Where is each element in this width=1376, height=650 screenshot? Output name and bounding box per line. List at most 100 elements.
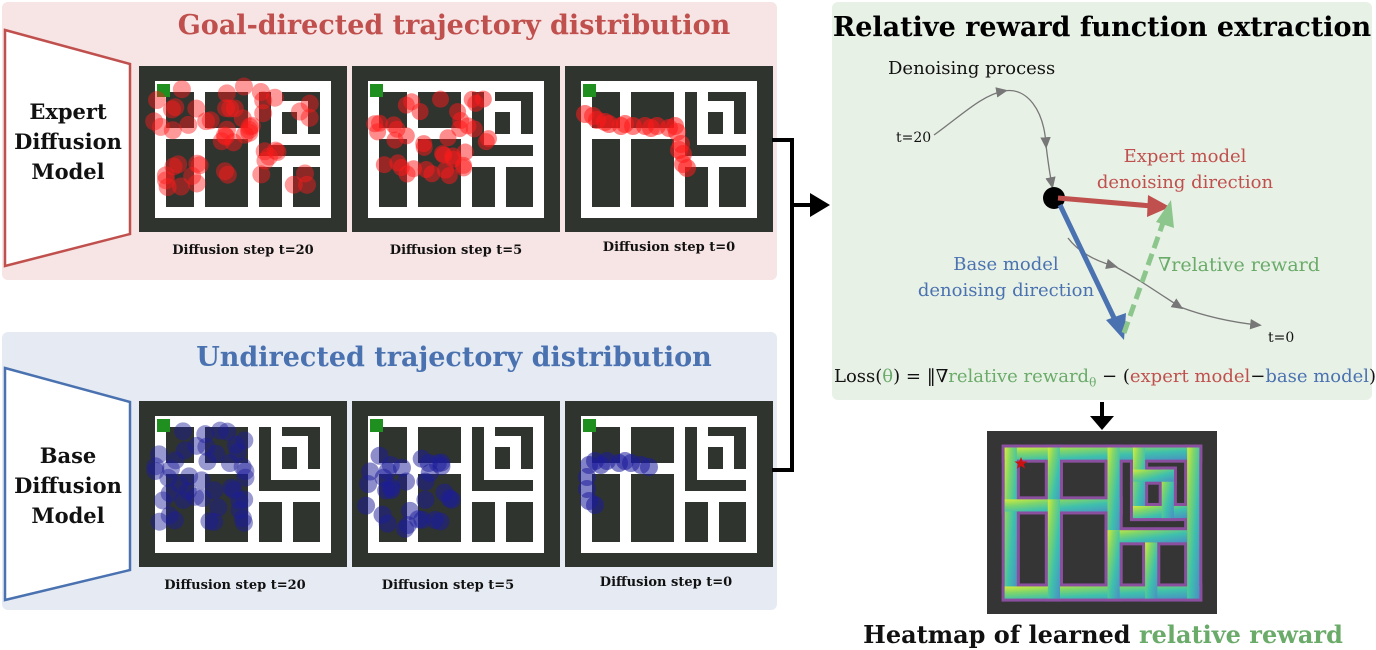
trajectory-sample	[432, 90, 450, 108]
trajectory-sample	[196, 425, 215, 444]
extraction-panel-title: Relative reward function extraction	[832, 12, 1372, 43]
trajectory-sample	[426, 510, 445, 529]
trajectory-sample	[616, 115, 634, 133]
trajectory-sample	[370, 446, 389, 465]
trajectory-sample	[300, 108, 319, 127]
goal-marker	[157, 84, 170, 97]
trajectory-sample	[217, 99, 236, 118]
trajectory-sample	[255, 142, 274, 161]
trajectory-sample	[187, 174, 206, 193]
trajectory-sample	[235, 431, 254, 450]
trajectory-sample	[416, 490, 435, 509]
trajectory-sample	[479, 130, 497, 148]
trajectory-sample	[150, 445, 169, 464]
trajectory-sample	[158, 178, 177, 197]
trajectory-sample	[197, 112, 216, 131]
trajectory-sample	[236, 462, 255, 481]
trajectory-sample	[187, 99, 206, 118]
trajectory-sample	[432, 457, 451, 476]
trajectory-sample	[236, 468, 255, 487]
trajectory-sample	[230, 501, 249, 520]
trajectory-sample	[586, 496, 604, 514]
trajectory-sample	[161, 459, 180, 478]
merge-bracket-arrow	[772, 138, 830, 472]
trajectory-sample	[396, 519, 415, 538]
trajectory-sample	[160, 506, 179, 525]
trajectory-sample	[150, 512, 169, 531]
trajectory-sample	[224, 481, 243, 500]
trajectory-sample	[233, 509, 252, 528]
goal-marker	[157, 419, 170, 432]
trajectory-sample	[186, 487, 205, 506]
trajectory-sample	[584, 107, 602, 125]
trajectory-sample	[172, 80, 191, 99]
trajectory-sample	[377, 481, 396, 500]
trajectory-sample	[678, 159, 696, 177]
trajectory-sample	[251, 82, 270, 101]
trajectory-sample	[397, 472, 416, 491]
trajectory-sample	[175, 441, 194, 460]
trajectory-sample	[221, 99, 240, 118]
heatmap-caption: Heatmap of learned relative reward	[863, 620, 1343, 649]
expert-caption-t20: Diffusion step t=20	[172, 243, 314, 258]
trajectory-sample	[179, 115, 198, 134]
trajectory-sample	[226, 435, 245, 454]
base-caption-t5: Diffusion step t=5	[381, 578, 515, 593]
trajectory-sample	[242, 116, 261, 135]
trajectory-sample	[183, 166, 202, 185]
trajectory-sample	[435, 483, 454, 502]
trajectory-sample	[413, 510, 432, 529]
trajectory-sample	[218, 165, 237, 184]
expert-maze-t0	[565, 66, 773, 232]
trajectory-sample	[193, 489, 212, 508]
trajectory-sample	[205, 481, 224, 500]
trajectory-sample	[465, 120, 483, 138]
trajectory-sample	[146, 461, 165, 480]
trajectory-sample	[197, 437, 216, 456]
trajectory-sample	[640, 458, 658, 476]
expert-maze-t20	[139, 66, 347, 232]
trajectory-sample	[174, 422, 193, 441]
trajectory-sample	[146, 457, 165, 476]
trajectory-sample	[415, 135, 433, 153]
denoising-diagram	[933, 87, 1262, 340]
trajectory-sample	[240, 117, 259, 136]
expert-maze-t5	[352, 66, 560, 232]
trajectory-sample	[162, 100, 181, 119]
loss-equation: Loss(θ) = ‖∇relative rewardθ − (expert m…	[834, 366, 1376, 390]
trajectory-sample	[157, 171, 176, 190]
goal-marker	[583, 419, 596, 432]
trajectory-sample	[220, 454, 239, 473]
trajectory-sample	[200, 512, 219, 531]
t-start-label: t=20	[896, 130, 932, 146]
expert-model-label: Expert Diffusion Model	[14, 99, 122, 184]
trajectory-sample	[357, 496, 376, 515]
base-caption-t0: Diffusion step t=0	[599, 575, 733, 590]
trajectory-sample	[403, 93, 421, 111]
trajectory-sample	[259, 147, 278, 166]
trajectory-sample	[151, 117, 170, 136]
gradient-label: ∇relative reward	[1158, 254, 1320, 276]
base-maze-t0	[565, 401, 773, 567]
trajectory-sample	[252, 165, 271, 184]
trajectory-sample	[211, 421, 230, 440]
base-direction-label: Base model denoising direction	[917, 254, 1095, 301]
goal-star-icon	[1014, 457, 1028, 469]
trajectory-sample	[160, 484, 179, 503]
trajectory-sample	[370, 114, 388, 132]
expert-caption-t0: Diffusion step t=0	[602, 240, 736, 255]
trajectory-sample	[205, 512, 224, 531]
trajectory-sample	[405, 160, 423, 178]
trajectory-sample	[174, 490, 193, 509]
trajectory-sample	[222, 478, 241, 497]
goal-marker	[583, 84, 596, 97]
trajectory-sample	[254, 104, 273, 123]
trajectory-sample	[159, 468, 178, 487]
trajectory-sample	[284, 175, 303, 194]
trajectory-sample	[215, 126, 234, 145]
trajectory-sample	[240, 123, 259, 142]
trajectory-sample	[225, 99, 244, 118]
trajectory-sample	[217, 120, 236, 139]
trajectory-sample	[156, 166, 175, 185]
trajectory-sample	[474, 90, 492, 108]
